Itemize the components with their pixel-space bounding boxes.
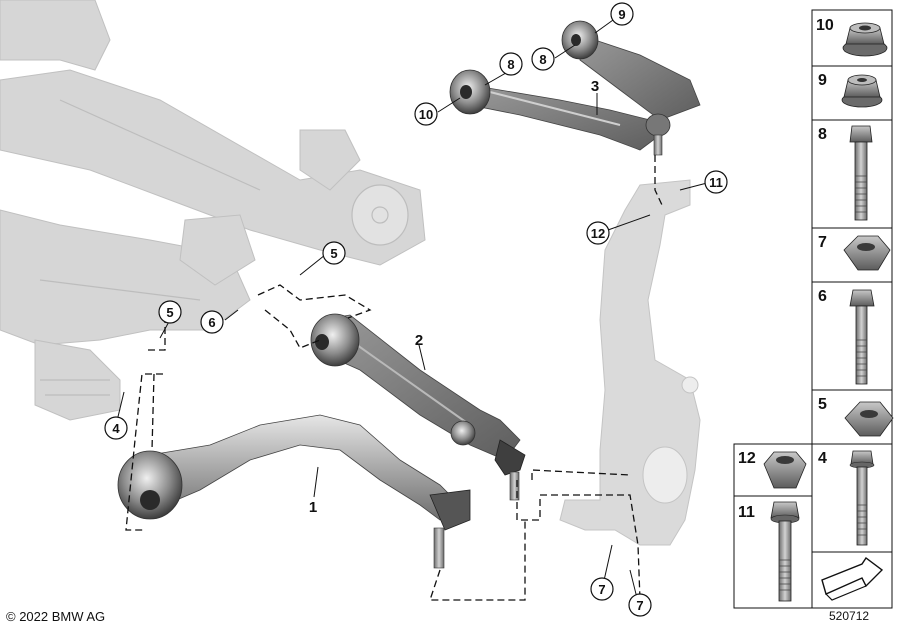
flange-nut-icon <box>841 74 883 108</box>
sidebar-cell-8-number: 8 <box>818 126 827 143</box>
bolt-icon <box>849 289 875 385</box>
copyright-notice: © 2022 BMW AG <box>6 609 106 624</box>
callout-5-upper: 5 <box>330 246 337 261</box>
steering-knuckle <box>559 179 701 546</box>
wishbone-arm <box>117 414 471 569</box>
callout-5-lower: 5 <box>166 305 173 320</box>
callout-9: 9 <box>618 7 625 22</box>
flange-nut-icon <box>842 22 888 57</box>
direction-arrow-icon <box>821 556 884 601</box>
callout-8-upper: 8 <box>539 52 546 67</box>
sidebar-cell-4-number: 4 <box>818 450 827 467</box>
callout-8-lower: 8 <box>507 57 514 72</box>
sidebar-cell-7-number: 7 <box>818 234 827 251</box>
sidebar-cell-10-number: 10 <box>816 17 834 34</box>
part-label-2: 2 <box>415 332 423 349</box>
sidebar-cell-6-number: 6 <box>818 288 827 305</box>
sidebar-cell-5-number: 5 <box>818 396 827 413</box>
tension-strut <box>310 313 526 501</box>
part-label-1: 1 <box>309 499 317 516</box>
diagram-number: 520712 <box>829 609 870 623</box>
callout-4: 4 <box>112 421 120 436</box>
bolt-icon <box>770 501 800 602</box>
callout-6: 6 <box>208 315 215 330</box>
sidebar-cell-9-number: 9 <box>818 72 827 89</box>
hex-nut-icon <box>844 401 894 437</box>
sidebar-cell-12-number: 12 <box>738 450 756 467</box>
upper-control-arm <box>449 20 701 156</box>
callout-12: 12 <box>591 226 605 241</box>
subframe-detail <box>39 99 409 396</box>
sidebar-cell-11-number: 11 <box>738 504 755 521</box>
hex-nut-icon <box>763 451 807 489</box>
callout-10: 10 <box>419 107 433 122</box>
callout-7-right: 7 <box>636 598 643 613</box>
callout-7-left: 7 <box>598 582 605 597</box>
callout-11: 11 <box>709 175 723 190</box>
leader-lines <box>115 14 708 599</box>
hex-nut-icon <box>843 235 891 271</box>
part-label-3: 3 <box>591 78 599 95</box>
long-bolt-icon <box>849 125 873 221</box>
front-subframe <box>0 0 426 421</box>
long-bolt-icon <box>849 450 875 546</box>
assembly-guide-lines <box>125 155 663 601</box>
parts-sidebar <box>733 9 893 609</box>
callout-circles <box>104 2 728 617</box>
